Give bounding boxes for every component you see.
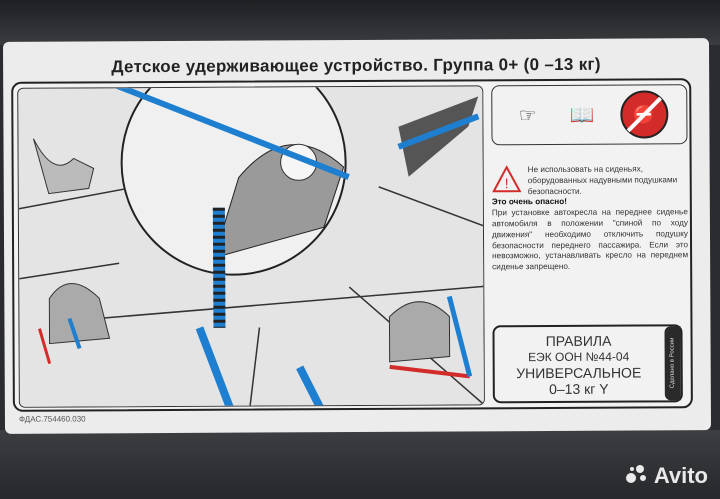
warning-triangle-icon: !	[492, 165, 522, 193]
info-panel: ☞ 📖 ⛔ ! Не использовать на сиденьях, обо…	[491, 84, 689, 405]
regulation-number: ЕЭК ООН №44-04	[528, 349, 630, 365]
instruction-book-icon: 📖	[569, 104, 595, 127]
made-in-russia: Сделано в России	[664, 326, 681, 401]
svg-text:!: !	[505, 175, 509, 191]
weight-range: 0–13 кг Y	[549, 380, 609, 397]
approval-box: ПРАВИЛА ЕЭК ООН №44-04 УНИВЕРСАЛЬНОЕ 0–1…	[492, 324, 683, 404]
background-bottom	[0, 430, 720, 499]
warning-body: При установке автокресла на переднее сид…	[491, 207, 689, 272]
avito-text: Avito	[653, 463, 708, 488]
avito-logo-icon	[625, 465, 650, 487]
product-code: ФДАС.754460.030	[18, 414, 86, 424]
installation-illustration	[17, 85, 485, 408]
car-seat-label: Детское удерживающее устройство. Группа …	[2, 38, 712, 434]
label-frame: ☞ 📖 ⛔ ! Не использовать на сиденьях, обо…	[11, 78, 693, 412]
label-title: Детское удерживающее устройство. Группа …	[111, 54, 601, 77]
category: УНИВЕРСАЛЬНОЕ	[516, 364, 642, 382]
airbag-warning: ! Не использовать на сиденьях, оборудова…	[492, 164, 689, 273]
pictogram-box: ☞ 📖 ⛔	[491, 84, 688, 146]
avito-watermark: Avito	[625, 463, 708, 489]
background-top	[0, 0, 720, 45]
no-airbag-seat-icon: ⛔	[619, 90, 669, 139]
rules-line: ПРАВИЛА	[545, 332, 612, 350]
pointing-hand-icon: ☞	[518, 104, 537, 127]
warning-airbag-text: Не использовать на сиденьях, оборудованн…	[527, 164, 678, 196]
